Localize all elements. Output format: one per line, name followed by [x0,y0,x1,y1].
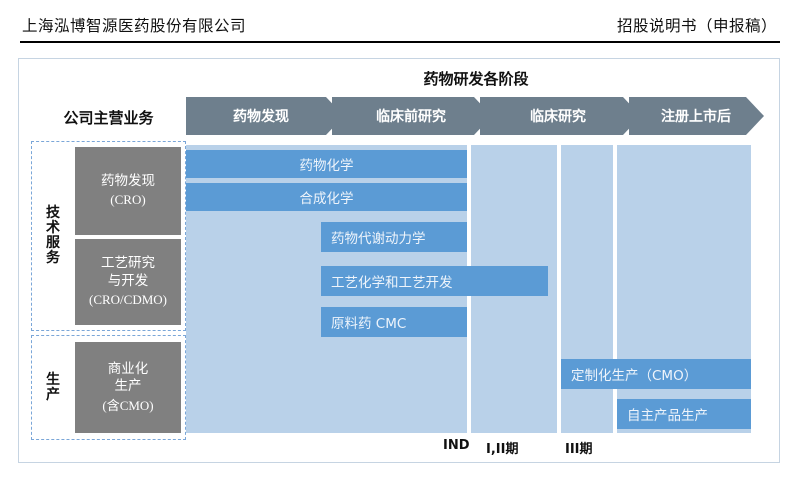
group-label-technical-service: 技 术 服 务 [35,141,71,331]
group-label-manufacturing: 生 产 [35,335,71,440]
activity-label-synthetic-chemistry: 合成化学 [299,191,354,207]
activity-label-dmpk: 药物代谢动力学 [331,231,426,247]
activity-bar-cmo[interactable]: 定制化生产（CMO） [561,359,751,389]
stage-chevron-shapes [186,97,764,135]
activity-label-medicinal-chemistry: 药物化学 [299,158,354,174]
business-box-drug-discovery-subtitle: (CRO) [110,192,146,208]
business-box-commercial-subtitle: (含CMO) [102,397,154,413]
business-box-process-rd-title-line2: 与开发 [107,272,149,289]
activity-label-process-chemistry: 工艺化学和工艺开发 [331,275,453,291]
business-box-drug-discovery[interactable]: 药物发现 (CRO) [75,147,181,235]
group-label-char-1: 术 [46,220,60,237]
document-type: 招股说明书（申报稿） [616,18,777,35]
figure-container: 药物研发各阶段 公司主营业务 药物发现 临床前研究 临床研究 注册上市后 技 术… [18,58,780,463]
business-box-commercial-title-line2: 生产 [114,378,142,395]
axis-tick-ind: IND [443,438,470,453]
axis-tick-phase-3: III期 [565,442,593,457]
business-column-header: 公司主营业务 [63,108,154,127]
group-label-char-5: 产 [46,386,60,403]
company-name: 上海泓博智源医药股份有限公司 [22,18,247,35]
stage-chevron-bar: 药物发现 临床前研究 临床研究 注册上市后 [186,97,764,135]
stage-column-post-approval [617,145,751,433]
activity-bar-synthetic-chemistry[interactable]: 合成化学 [186,183,467,211]
activity-bar-medicinal-chemistry[interactable]: 药物化学 [186,150,467,178]
group-label-char-0: 技 [46,205,60,222]
stage-column-clinical [561,145,613,433]
business-box-process-rd-title-line1: 工艺研究 [101,255,155,271]
group-label-char-2: 服 [46,235,60,251]
header-divider [20,41,780,43]
business-box-drug-discovery-title: 药物发现 [101,172,155,189]
business-box-commercial-manufacturing[interactable]: 商业化 生产 (含CMO) [75,342,181,433]
axis-tick-phase-1-2: I,II期 [486,442,519,457]
figure-title: 药物研发各阶段 [423,70,529,88]
business-box-commercial-title-line1: 商业化 [107,360,149,377]
business-box-process-rd[interactable]: 工艺研究 与开发 (CRO/CDMO) [75,239,181,325]
group-label-char-4: 生 [46,371,60,388]
activity-bar-own-products[interactable]: 自主产品生产 [617,399,751,429]
activity-label-cmo: 定制化生产（CMO） [571,368,698,384]
activity-bar-process-chemistry[interactable]: 工艺化学和工艺开发 [321,266,548,296]
activity-bar-api-cmc[interactable]: 原料药 CMC [321,307,467,337]
document-header: 上海泓博智源医药股份有限公司 招股说明书（申报稿） [0,0,799,46]
activity-label-own-products: 自主产品生产 [627,408,708,424]
group-label-char-3: 务 [46,249,60,266]
business-box-process-rd-subtitle: (CRO/CDMO) [88,292,167,308]
activity-label-api-cmc: 原料药 CMC [331,316,407,332]
activity-bar-dmpk[interactable]: 药物代谢动力学 [321,222,467,252]
